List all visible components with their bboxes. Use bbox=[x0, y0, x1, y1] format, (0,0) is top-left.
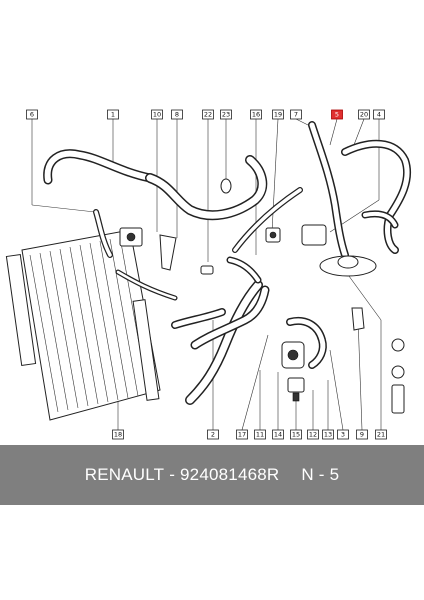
hose-2-assembly bbox=[171, 256, 270, 405]
callout-22: 22 bbox=[202, 109, 214, 120]
hose-3 bbox=[286, 317, 327, 369]
bracket-9 bbox=[351, 307, 365, 331]
callout-4: 4 bbox=[373, 109, 385, 120]
hose-7 bbox=[308, 121, 349, 259]
callout-15: 15 bbox=[290, 429, 302, 440]
part-info-banner: RENAULT - 924081468R N - 5 bbox=[0, 445, 424, 505]
svg-text:2: 2 bbox=[211, 431, 215, 439]
svg-text:16: 16 bbox=[252, 111, 260, 119]
callout-17: 17 bbox=[236, 429, 248, 440]
separator: - bbox=[169, 465, 176, 484]
bracket-8 bbox=[159, 234, 177, 271]
clamp-21 bbox=[391, 338, 405, 414]
callout-18: 18 bbox=[112, 429, 124, 440]
clip-22 bbox=[200, 265, 214, 275]
svg-text:15: 15 bbox=[292, 431, 300, 439]
svg-text:8: 8 bbox=[175, 111, 179, 119]
svg-text:6: 6 bbox=[30, 111, 34, 119]
svg-text:3: 3 bbox=[341, 431, 345, 439]
pump-11 bbox=[281, 341, 305, 369]
pipe-18 bbox=[115, 269, 178, 301]
hose-small-left bbox=[93, 209, 113, 258]
callout-5-highlighted: 5 bbox=[331, 109, 343, 120]
callout-12: 12 bbox=[307, 429, 319, 440]
svg-text:4: 4 bbox=[377, 111, 381, 119]
svg-text:1: 1 bbox=[111, 111, 115, 119]
callout-21: 21 bbox=[375, 429, 387, 440]
hose-6 bbox=[43, 149, 155, 185]
callout-8: 8 bbox=[171, 109, 183, 120]
hose-16 bbox=[232, 187, 303, 253]
callout-16: 16 bbox=[250, 109, 262, 120]
valve-19 bbox=[265, 227, 281, 243]
svg-text:18: 18 bbox=[114, 431, 122, 439]
callout-3: 3 bbox=[337, 429, 349, 440]
callout-2: 2 bbox=[207, 429, 219, 440]
svg-text:14: 14 bbox=[274, 431, 282, 439]
sensor-14 bbox=[287, 377, 305, 402]
part-number: 924081468R bbox=[180, 465, 280, 484]
callout-23: 23 bbox=[220, 109, 232, 120]
position-label: N - 5 bbox=[301, 465, 340, 484]
callout-7: 7 bbox=[290, 109, 302, 120]
valve-10 bbox=[119, 227, 143, 247]
svg-text:7: 7 bbox=[294, 111, 298, 119]
svg-text:5: 5 bbox=[335, 111, 339, 119]
svg-text:17: 17 bbox=[238, 431, 246, 439]
radiator bbox=[5, 229, 161, 421]
svg-text:11: 11 bbox=[256, 431, 264, 439]
svg-text:20: 20 bbox=[360, 111, 368, 119]
hose-1 bbox=[145, 155, 268, 221]
svg-text:13: 13 bbox=[324, 431, 332, 439]
callout-14: 14 bbox=[272, 429, 284, 440]
svg-text:21: 21 bbox=[377, 431, 385, 439]
callout-20: 20 bbox=[358, 109, 370, 120]
svg-text:19: 19 bbox=[274, 111, 282, 119]
callout-19: 19 bbox=[272, 109, 284, 120]
svg-text:22: 22 bbox=[204, 111, 212, 119]
callout-10: 10 bbox=[151, 109, 163, 120]
parts-diagram: 6 1 10 8 22 23 16 19 7 5 20 4 18 2 17 11… bbox=[5, 109, 412, 440]
callout-13: 13 bbox=[322, 429, 334, 440]
hose-20 bbox=[341, 139, 412, 254]
svg-text:10: 10 bbox=[153, 111, 161, 119]
callout-1: 1 bbox=[107, 109, 119, 120]
svg-text:9: 9 bbox=[360, 431, 364, 439]
svg-text:12: 12 bbox=[309, 431, 317, 439]
callout-6: 6 bbox=[26, 109, 38, 120]
reservoir-4 bbox=[301, 224, 377, 277]
clip-23 bbox=[220, 178, 232, 194]
callout-9: 9 bbox=[356, 429, 368, 440]
callout-11: 11 bbox=[254, 429, 266, 440]
svg-text:23: 23 bbox=[222, 111, 230, 119]
brand-label: RENAULT bbox=[84, 465, 165, 484]
